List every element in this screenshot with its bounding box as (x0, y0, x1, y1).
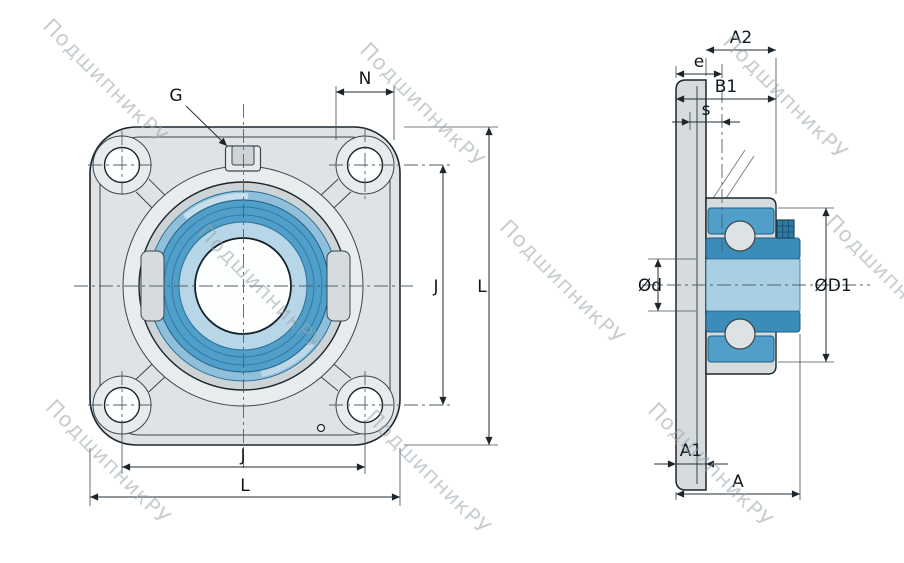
side-centerlines (642, 64, 870, 286)
dim-l-vertical: L (404, 126, 498, 446)
set-screw (776, 219, 795, 239)
dim-label-a: A (732, 472, 744, 492)
dim-l-horizontal: L (89, 448, 401, 506)
dim-label-e: e (694, 52, 704, 72)
dim-b1: B1 (676, 77, 776, 103)
ball-top (724, 220, 756, 252)
flange-plate (675, 79, 707, 491)
dim-label-g: G (169, 86, 182, 106)
cast-mark-dot (316, 423, 326, 433)
dim-label-j-horizontal: J (239, 446, 245, 466)
dim-label-od: Ød (638, 276, 662, 296)
dim-label-s: s (702, 100, 711, 120)
ring-highlight-upper (150, 193, 336, 379)
ball-bottom (724, 318, 756, 350)
dim-label-od1: ØD1 (814, 276, 851, 296)
dim-n: N (335, 69, 395, 140)
dim-a2: A2 (705, 28, 777, 194)
dim-label-l-horizontal: L (240, 476, 250, 496)
ring-highlight-lower (150, 193, 336, 379)
dim-label-a1: A1 (680, 441, 702, 461)
dim-label-n: N (359, 69, 372, 89)
dim-label-b1: B1 (715, 77, 737, 97)
dim-od: Ød (638, 258, 696, 312)
front-view: N G J L J L (74, 69, 498, 506)
web-lines (135, 178, 352, 393)
dim-j-horizontal: J (121, 420, 366, 474)
dim-e: e (675, 52, 722, 78)
dim-j-vertical: J (432, 165, 447, 405)
dim-g: G (169, 86, 228, 147)
dim-label-j-vertical: J (432, 277, 438, 297)
dim-a: A (675, 334, 801, 500)
dim-label-l-vertical: L (477, 277, 487, 297)
dim-a1: A1 (654, 441, 728, 472)
dim-s: s (672, 100, 740, 130)
grease-fitting (224, 145, 262, 172)
dim-label-a2: A2 (730, 28, 752, 48)
dim-od1: ØD1 (778, 207, 852, 363)
side-view: A2 e B1 s Ød (638, 28, 870, 500)
